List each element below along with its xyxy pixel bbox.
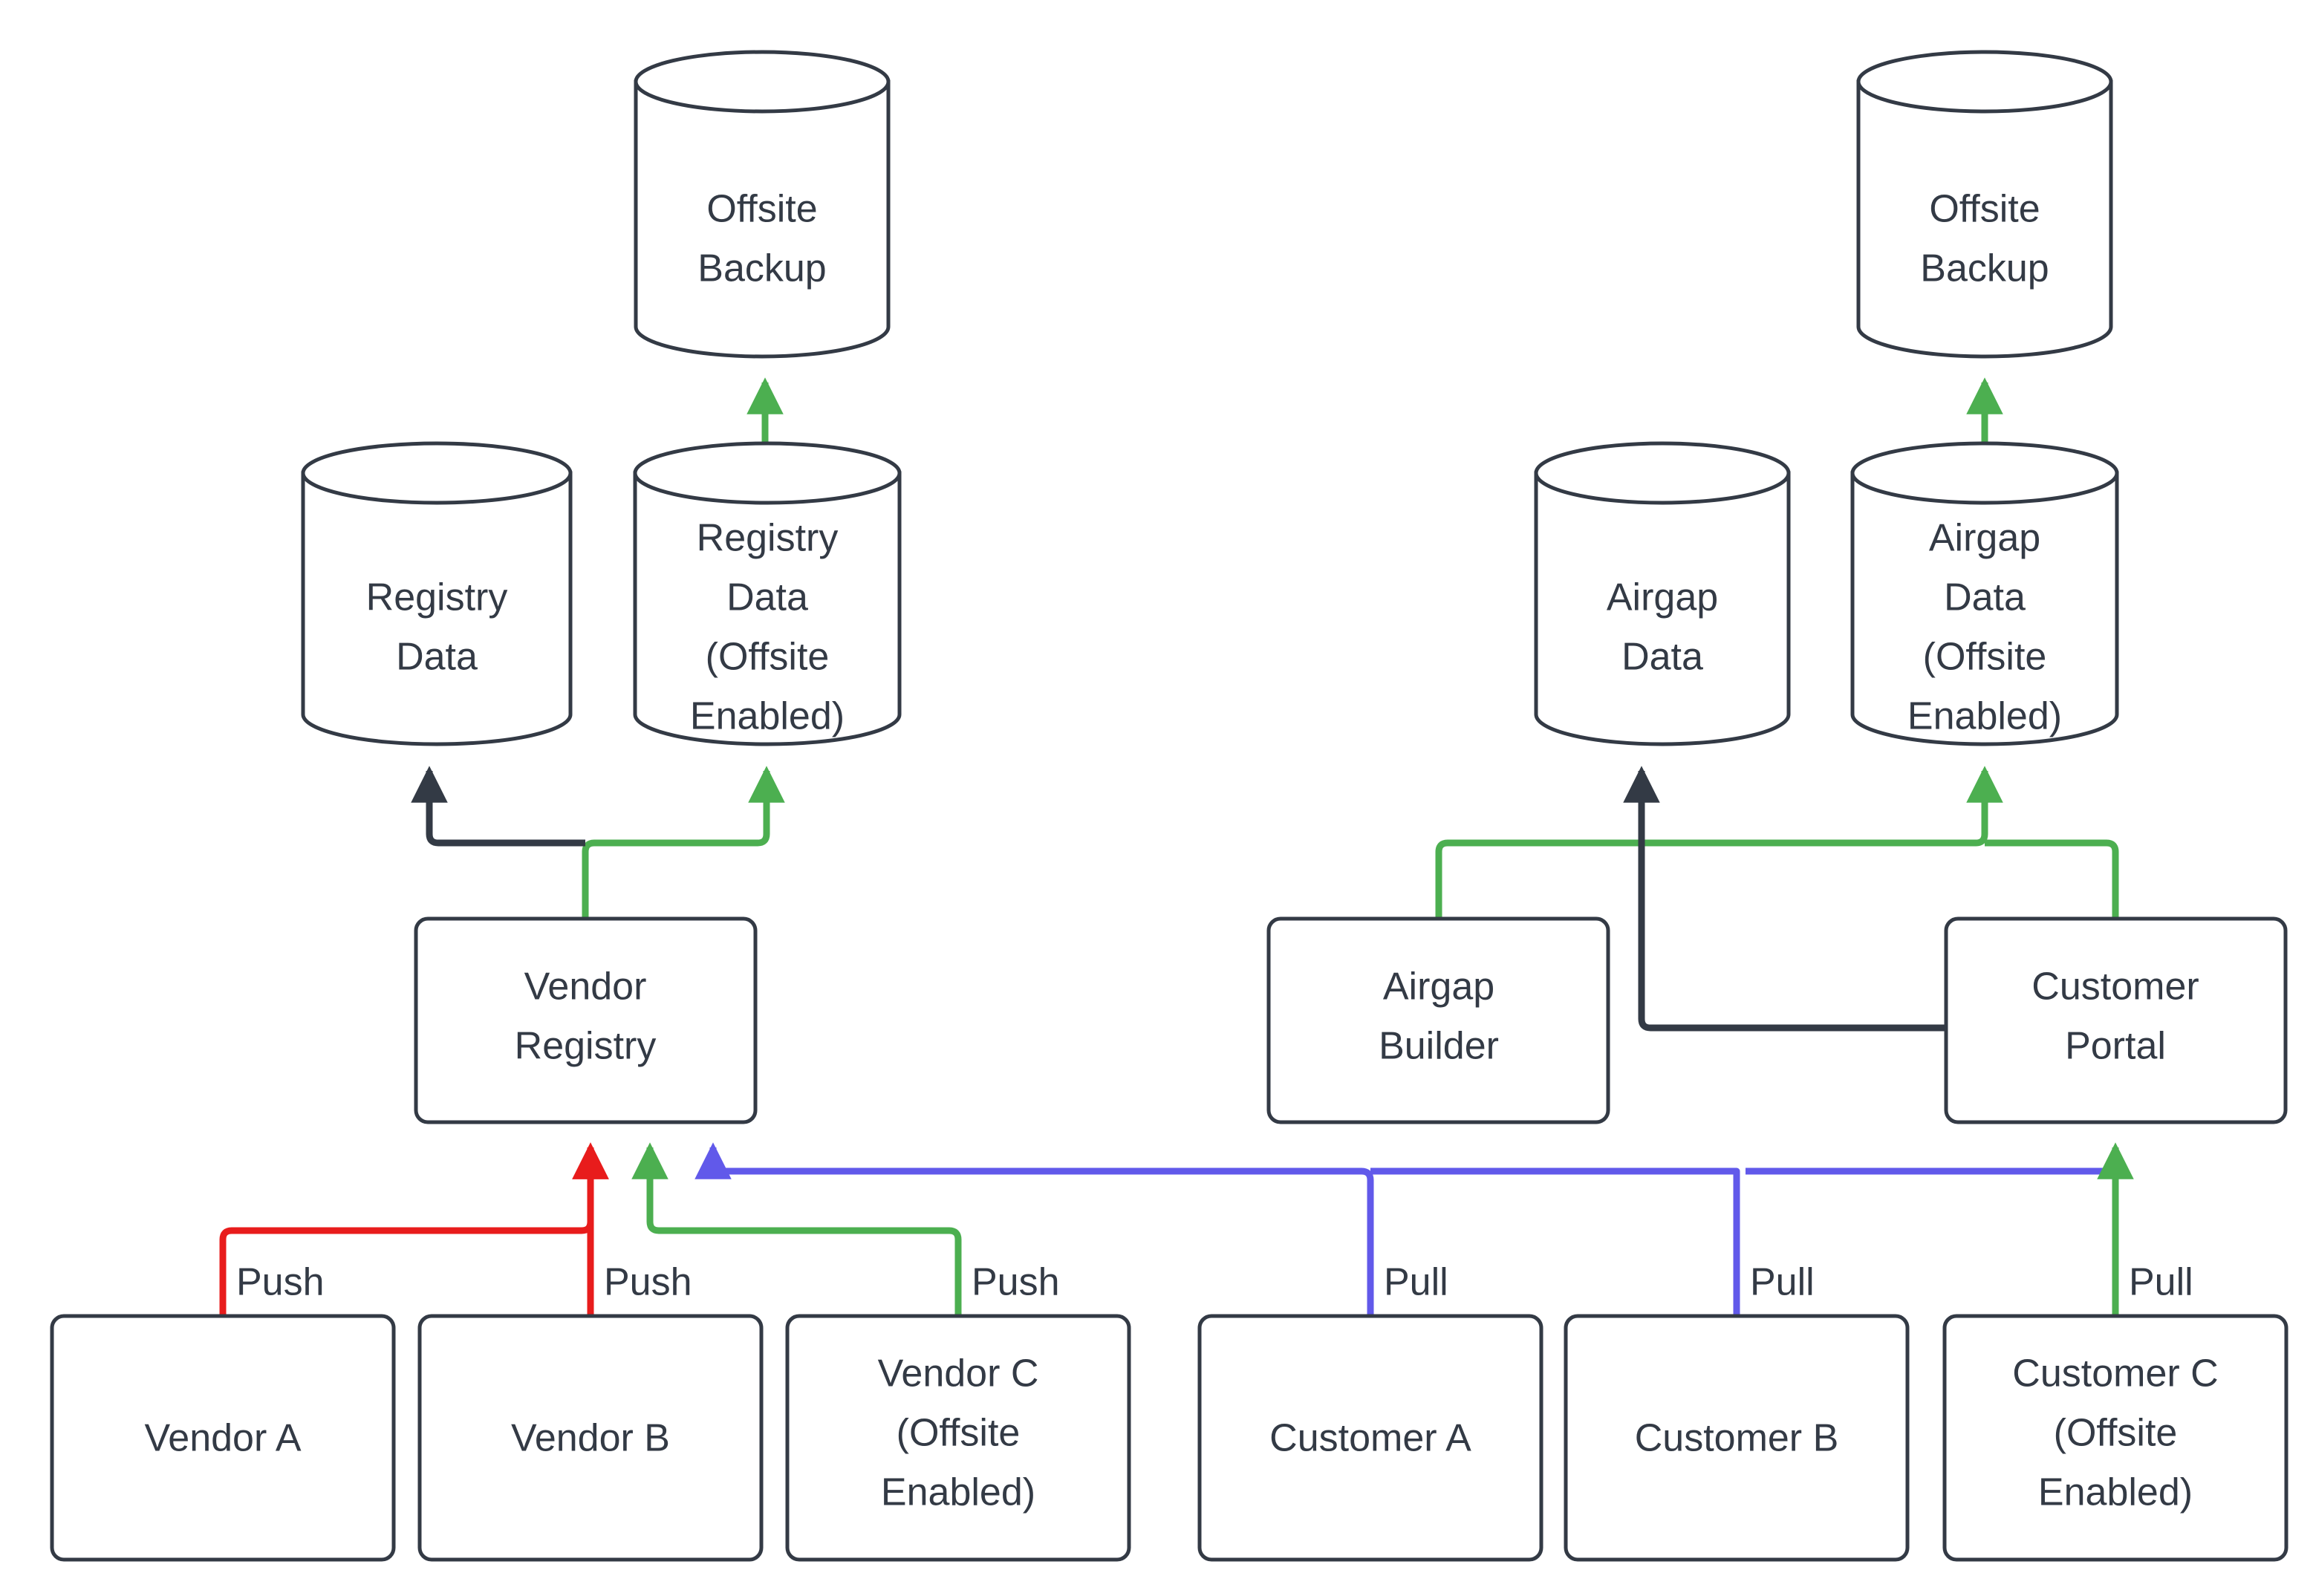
edge-label-customer-b-pull: Pull [1750,1261,1815,1304]
node-label: Offsite [1929,188,2040,231]
node-label: Enabled) [2038,1471,2193,1514]
node-label: (Offsite [2054,1412,2178,1455]
node-customer-c[interactable]: Customer C (Offsite Enabled) [1942,1314,2288,1562]
node-airgap-builder[interactable]: Airgap Builder [1266,916,1610,1124]
node-registry-data-offsite: Registry Data (Offsite Enabled) [633,441,902,746]
edge-customer-b-pull [1370,1167,1740,1316]
node-offsite-backup-left: Offsite Backup [634,50,891,359]
node-vendor-b[interactable]: Vendor B [417,1314,764,1562]
node-label: Data [1621,636,1703,679]
node-label: Enabled) [690,695,845,738]
node-label: (Offsite [706,636,830,679]
edge-layer [219,377,2134,1316]
node-label: Vendor B [511,1417,670,1460]
edge-customer-a-pull [694,1142,1374,1316]
node-label: Customer B [1635,1417,1839,1460]
node-label: Portal [2065,1025,2166,1068]
node-label: Enabled) [1907,695,2062,738]
node-label: Customer A [1269,1417,1471,1460]
node-customer-portal[interactable]: Customer Portal [1944,916,2288,1124]
node-label: Registry [366,576,508,619]
edge-label-layer: Push Push Push Pull Pull Pull [236,1261,2193,1304]
node-label: Data [396,636,478,679]
node-label: Registry [515,1025,657,1068]
node-vendor-registry[interactable]: Vendor Registry [414,916,758,1124]
node-customer-b[interactable]: Customer B [1564,1314,1910,1562]
node-label: Builder [1379,1025,1499,1068]
edge-vendor-registry-to-registry-data-offsite [582,766,785,919]
node-label: Vendor [524,965,647,1009]
cylinder-nodes: Offsite Backup Registry Data Registry Da… [301,50,2119,746]
node-label: Customer [2031,965,2199,1009]
node-vendor-a[interactable]: Vendor A [50,1314,396,1562]
node-airgap-data-offsite: Airgap Data (Offsite Enabled) [1850,441,2119,746]
node-label: (Offsite [897,1412,1021,1455]
node-label: Backup [1920,247,2049,290]
edge-airgap-builder-to-airgap-data-offsite [1435,766,2003,919]
node-label: Vendor C [878,1352,1039,1395]
edge-label-vendor-b-push: Push [604,1261,692,1304]
node-label: Customer C [2012,1352,2218,1395]
node-label: Vendor A [144,1417,301,1460]
node-label: Backup [697,247,826,290]
edge-label-customer-a-pull: Pull [1384,1261,1448,1304]
node-airgap-data: Airgap Data [1534,441,1791,746]
box-nodes: Vendor Registry Airgap Builder Customer … [50,916,2288,1562]
edge-customer-portal-to-airgap-data [1623,766,1952,1032]
node-label: Enabled) [881,1471,1035,1514]
node-offsite-backup-right: Offsite Backup [1856,50,2113,359]
node-registry-data: Registry Data [301,441,573,746]
node-label: (Offsite [1923,636,2047,679]
node-label: Registry [697,517,839,560]
node-customer-a[interactable]: Customer A [1197,1314,1543,1562]
node-vendor-c[interactable]: Vendor C (Offsite Enabled) [785,1314,1131,1562]
node-label: Data [1944,576,2026,619]
edge-label-vendor-c-push: Push [972,1261,1060,1304]
node-label: Airgap [1607,576,1718,619]
edge-customer-portal-to-airgap-data-offsite [1985,839,2119,919]
edge-label-customer-c-pull: Pull [2129,1261,2193,1304]
edge-vendor-registry-to-registry-data [411,766,585,847]
edge-label-vendor-a-push: Push [236,1261,325,1304]
node-label: Offsite [706,188,817,231]
node-label: Airgap [1929,517,2040,560]
edge-vendor-c-push [631,1142,962,1316]
node-label: Data [726,576,808,619]
node-label: Airgap [1383,965,1494,1009]
